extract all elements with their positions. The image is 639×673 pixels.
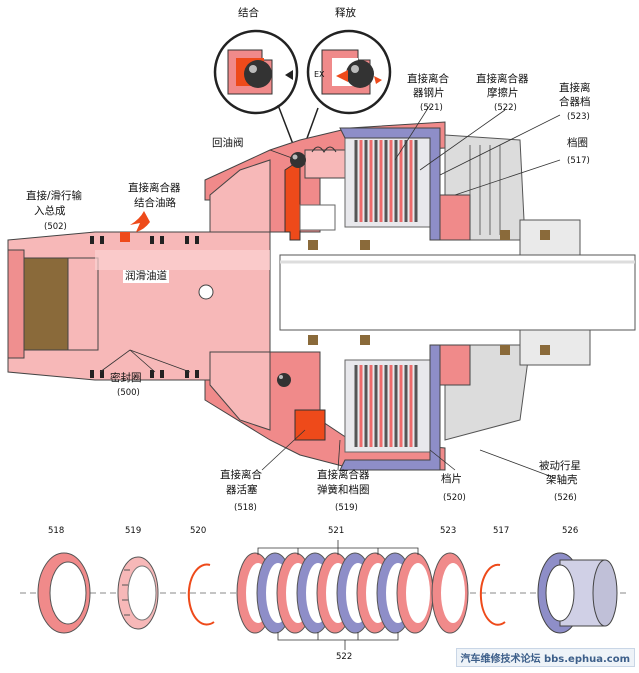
shell-num: (526) [554, 493, 577, 503]
piston-label-2: 器活塞 [226, 484, 258, 496]
input-assembly-num: (502) [44, 222, 67, 232]
backing-plate-label-2: 合器档 [559, 96, 591, 108]
return-valve-label: 回油阀 [212, 137, 244, 149]
snap-ring-bottom-num: (520) [443, 493, 466, 503]
spring-label-2: 弹簧和档圈 [317, 484, 370, 496]
exploded-526: 526 [562, 526, 579, 536]
snap-ring-bottom-label: 档片 [441, 473, 462, 485]
exploded-520: 520 [190, 526, 207, 536]
input-shaft [7, 231, 271, 381]
input-assembly-label-2: 入总成 [34, 205, 66, 217]
snap-ring-top-label: 档圈 [567, 137, 588, 149]
exploded-519: 519 [125, 526, 142, 536]
backing-plate-label-1: 直接离 [559, 82, 591, 94]
shell-label-1: 被动行星 [539, 460, 581, 472]
exploded-518: 518 [48, 526, 65, 536]
release-label: 释放 [335, 7, 356, 19]
engage-inset [213, 29, 299, 115]
snap-ring-top-num: (517) [567, 156, 590, 166]
upper-drum [120, 121, 581, 256]
leader-lines [99, 104, 561, 479]
ex-label: EX [314, 70, 325, 79]
engage-label: 结合 [238, 7, 259, 19]
spring-label-1: 直接离合器 [317, 469, 370, 481]
spring-num: (519) [335, 503, 358, 513]
lower-drum [204, 329, 591, 471]
friction-plate-num: (522) [494, 103, 517, 113]
friction-plate-label-1: 直接离合器 [476, 73, 529, 85]
lube-passage-label: 润滑油道 [123, 270, 169, 283]
watermark: 汽车维修技术论坛 bbs.ephua.com [455, 648, 635, 667]
piston-num: (518) [234, 503, 257, 513]
seals-num: (500) [117, 388, 140, 398]
exploded-517: 517 [493, 526, 510, 536]
steel-plate-num: (521) [420, 103, 443, 113]
release-inset [306, 29, 392, 115]
steel-plate-label-1: 直接离合 [407, 73, 449, 85]
apply-passage-label-1: 直接离合器 [128, 182, 181, 194]
steel-plate-label-2: 器钢片 [413, 87, 445, 99]
apply-passage-label-2: 结合油路 [134, 197, 176, 209]
output-shaft [279, 254, 636, 331]
backing-plate-num: (523) [567, 112, 590, 122]
exploded-523: 523 [440, 526, 457, 536]
exploded-view [20, 540, 630, 650]
friction-plate-label-2: 摩擦片 [487, 87, 519, 99]
piston-label-1: 直接离合 [220, 469, 262, 481]
seals-label: 密封圈 [110, 372, 142, 384]
exploded-521: 521 [328, 526, 345, 536]
apply-flow-arrow [130, 211, 150, 232]
input-assembly-label-1: 直接/滑行输 [26, 190, 83, 202]
shell-label-2: 架轴壳 [546, 474, 578, 486]
exploded-522: 522 [336, 652, 353, 662]
